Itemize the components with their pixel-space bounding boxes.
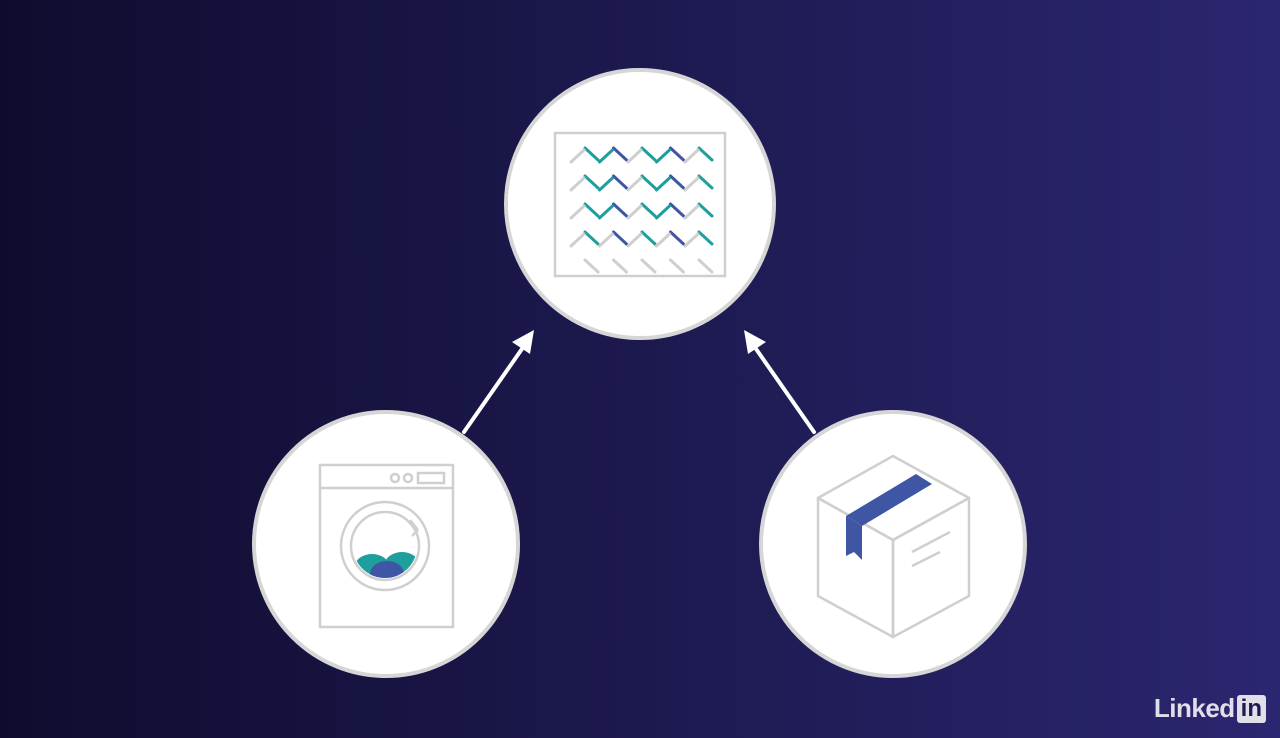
watermark-box: in xyxy=(1236,694,1266,723)
fabric-stitch xyxy=(669,202,685,218)
fabric-stitch xyxy=(612,230,628,246)
fabric-stitch xyxy=(612,258,628,274)
washing-machine-icon xyxy=(318,463,455,629)
fabric-stitch xyxy=(697,174,714,190)
fabric-stitch xyxy=(683,176,700,192)
arrow-box-to-fabric xyxy=(744,330,816,434)
fabric-stitch xyxy=(640,258,657,274)
fabric-stitch xyxy=(626,148,643,164)
shipping-box-icon xyxy=(816,454,971,639)
node-box xyxy=(759,410,1027,678)
fabric-stitch xyxy=(569,148,586,164)
fabric-stitch xyxy=(697,230,714,246)
fabric-stitch xyxy=(655,232,671,248)
fabric-stitch xyxy=(697,202,714,218)
fabric-stitch xyxy=(669,174,685,190)
fabric-stitch xyxy=(626,232,643,248)
fabric-stitch xyxy=(569,232,586,248)
fabric-stitch xyxy=(626,176,643,192)
fabric-stitch xyxy=(612,146,628,162)
fabric-stitch xyxy=(697,146,714,162)
fabric-stitch xyxy=(569,204,586,220)
fabric-stitch xyxy=(640,202,657,218)
watermark-text: Linked xyxy=(1153,693,1235,723)
fabric-stitch xyxy=(640,174,657,190)
fabric-stitch xyxy=(626,204,643,220)
fabric-stitch xyxy=(697,258,714,274)
fabric-stitch xyxy=(683,232,700,248)
fabric-stitch xyxy=(683,204,700,220)
fabric-stitch xyxy=(583,202,600,218)
fabric-stitch xyxy=(655,204,671,220)
fabric-stitch xyxy=(669,258,685,274)
node-fabric xyxy=(504,68,776,340)
fabric-stitch xyxy=(612,202,628,218)
fabric-pattern-icon xyxy=(553,131,727,278)
fabric-stitch xyxy=(669,146,685,162)
arrow-washer-to-fabric xyxy=(462,330,534,434)
fabric-stitch xyxy=(583,230,600,246)
fabric-stitch xyxy=(655,148,671,164)
fabric-stitch xyxy=(598,204,614,220)
fabric-stitch xyxy=(683,148,700,164)
fabric-stitch xyxy=(640,146,657,162)
fabric-stitch xyxy=(655,176,671,192)
fabric-stitch xyxy=(598,148,614,164)
fabric-stitch xyxy=(583,258,600,274)
fabric-stitch xyxy=(612,174,628,190)
fabric-stitch xyxy=(569,176,586,192)
fabric-stitch xyxy=(583,146,600,162)
fabric-stitch xyxy=(640,230,657,246)
fabric-stitch xyxy=(669,230,685,246)
node-washer xyxy=(252,410,520,678)
fabric-stitch xyxy=(583,174,600,190)
fabric-stitch xyxy=(598,176,614,192)
fabric-stitch xyxy=(598,232,614,248)
linkedin-watermark: Linked in xyxy=(1154,693,1266,724)
